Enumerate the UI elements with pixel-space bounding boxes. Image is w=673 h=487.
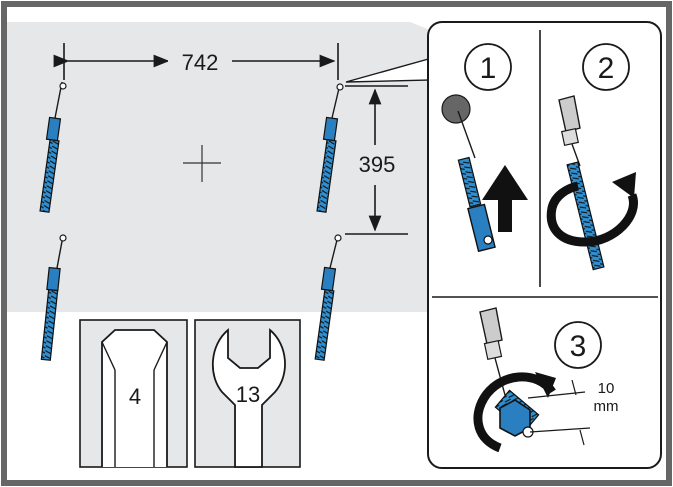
bolt-bottom-left [40,234,67,361]
wrench-tool-box: 13 [194,319,301,468]
hex-key-icon [101,329,168,467]
hex-key-size: 4 [129,384,141,409]
wall-hole [441,94,471,124]
mounting-panel [7,22,430,312]
tighten-arrow-icon [473,372,556,453]
step-3-number: 3 [570,330,587,363]
clearance-value: 10 [598,380,615,397]
rotate-arrow-icon [546,181,638,247]
push-arrow-icon [482,165,528,232]
step-2-number: 2 [598,52,615,85]
step-1-number: 1 [480,52,497,85]
center-mark [183,145,221,182]
hex-key-tool-box: 4 [79,319,188,468]
bolt-top-left [39,81,67,213]
vertical-dimension-label: 395 [359,152,396,177]
bolt-top-right [316,83,344,213]
clearance-unit: mm [594,398,619,415]
detail-callout [427,21,662,469]
wrench-size: 13 [236,382,260,407]
step-3-detail: 3 10 mm [473,307,619,453]
step-2-detail: 2 [546,43,638,271]
bolt-bottom-right [314,234,342,361]
vertical-dimension [345,85,408,235]
step-1-detail: 1 [441,43,528,253]
horizontal-dimension [53,43,339,80]
horizontal-dimension-label: 742 [182,50,219,75]
wrench-icon [211,328,286,468]
